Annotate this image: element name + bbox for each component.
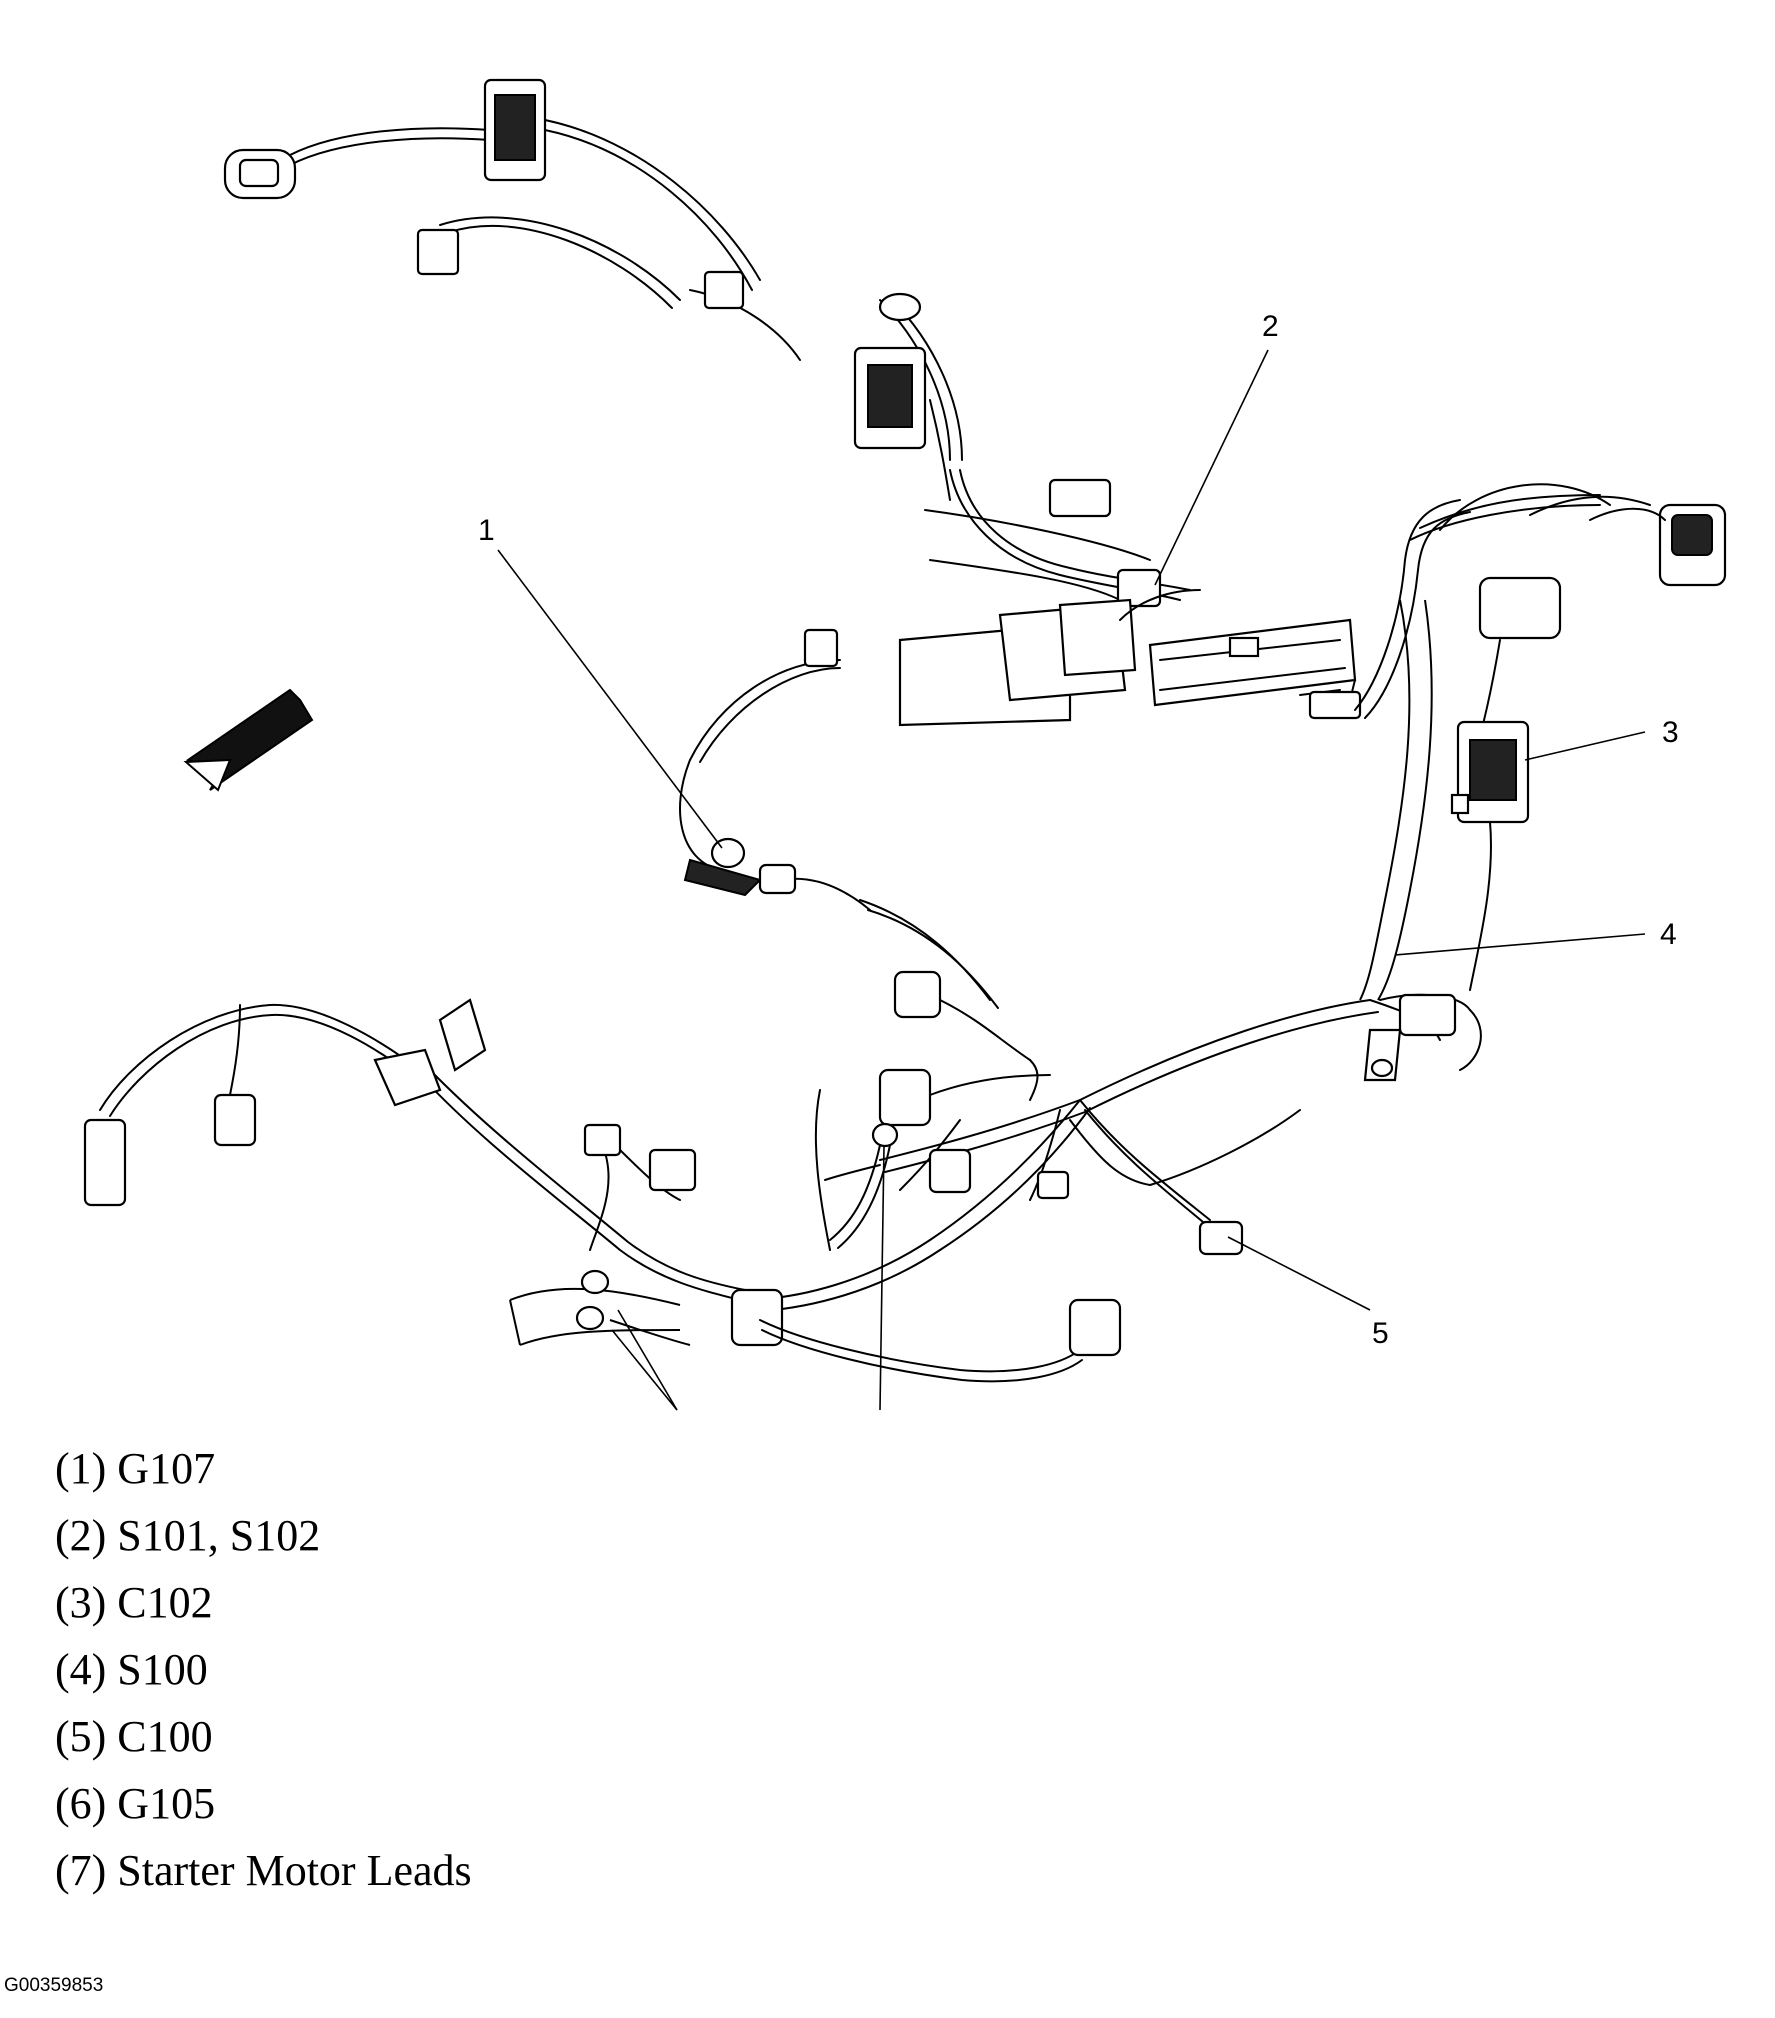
connector-c102 [1450,720,1530,991]
g105-eyelet [829,1122,899,1249]
connector-left-small [416,228,460,276]
callout-1: 1 [478,514,495,547]
legend-item-s100: (4) S100 [55,1645,208,1694]
callout-numbers: 1 2 3 4 5 6 7 [478,310,1679,1350]
right-trunk [1354,483,1727,1001]
legend-item-s101-s102: (2) S101, S102 [55,1511,321,1560]
legend-item-c102: (3) C102 [55,1578,213,1627]
callout-2: 2 [1262,310,1279,343]
starter-motor-leads [509,1269,691,1346]
connector-top-large [483,78,547,182]
legend-item-starter-motor-leads: (7) Starter Motor Leads [55,1846,472,1895]
upper-harness [289,119,1191,601]
callout-4: 4 [1660,918,1677,951]
callout-3: 3 [1662,716,1679,749]
connector-top-left [223,148,297,200]
mid-lower-harness [859,899,1051,1127]
connector-center-left [853,346,927,450]
leader-lines [497,349,1646,1411]
figure-id: G00359853 [4,1975,104,1996]
left-lower-harness [83,998,1122,1383]
legend-item-g105: (6) G105 [55,1779,216,1828]
lower-harness [739,993,1482,1313]
connector-upper-eyelet [878,292,922,322]
legend-item-c100: (5) C100 [55,1712,213,1761]
legend-item-g107: (1) G107 [55,1444,216,1493]
component-legend: (1) G107 (2) S101, S102 (3) C102 (4) S10… [55,1435,472,1904]
wiring-harness-diagram: 1 2 3 4 5 6 7 [83,78,1727,1411]
connector-mid-small [703,270,745,310]
g107-lead [679,628,871,911]
callout-5: 5 [1372,1317,1389,1350]
arrow-left-down-icon [183,688,314,792]
junction-block [898,478,1362,727]
